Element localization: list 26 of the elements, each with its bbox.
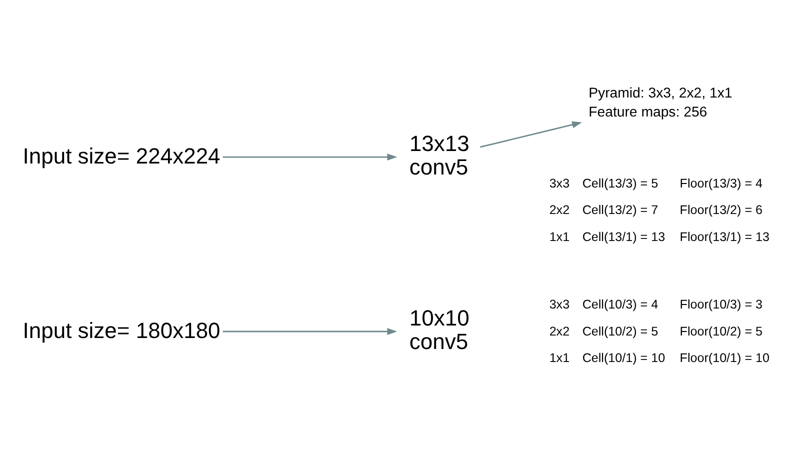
label: 2x2 <box>549 324 570 338</box>
node-text: 10x10 conv5 <box>409 305 470 354</box>
label: 1x1 <box>549 229 570 244</box>
label: Floor(13/1) = 13 <box>680 229 770 244</box>
node-text: Pyramid: 3x3, 2x2, 1x1 Feature maps: 256 <box>588 84 732 119</box>
label: 2x2 <box>549 202 570 217</box>
node-text: Input size= 180x180 <box>22 318 220 343</box>
node-text: Input size= 224x224 <box>22 143 220 168</box>
label: Cell(13/1) = 13 <box>582 229 666 244</box>
label: Floor(10/3) = 3 <box>680 297 763 312</box>
label: 3x3 <box>549 297 570 312</box>
label: Cell(13/3) = 5 <box>582 176 658 190</box>
label: Cell(10/3) = 4 <box>582 297 658 312</box>
label: Cell(10/2) = 5 <box>582 324 658 338</box>
node-text: 13x13 conv5 <box>409 130 470 180</box>
label: 3x3 <box>549 176 570 190</box>
label: 1x1 <box>549 350 570 364</box>
label: Floor(10/2) = 5 <box>680 324 763 338</box>
arrow <box>480 120 582 148</box>
label: Cell(10/1) = 10 <box>582 350 666 364</box>
label: Floor(10/1) = 10 <box>680 350 770 364</box>
label: Cell(13/2) = 7 <box>582 202 658 217</box>
label: Floor(13/3) = 4 <box>680 176 763 190</box>
arrow <box>222 328 398 334</box>
label: Floor(13/2) = 6 <box>680 202 763 217</box>
arrow <box>222 153 398 160</box>
